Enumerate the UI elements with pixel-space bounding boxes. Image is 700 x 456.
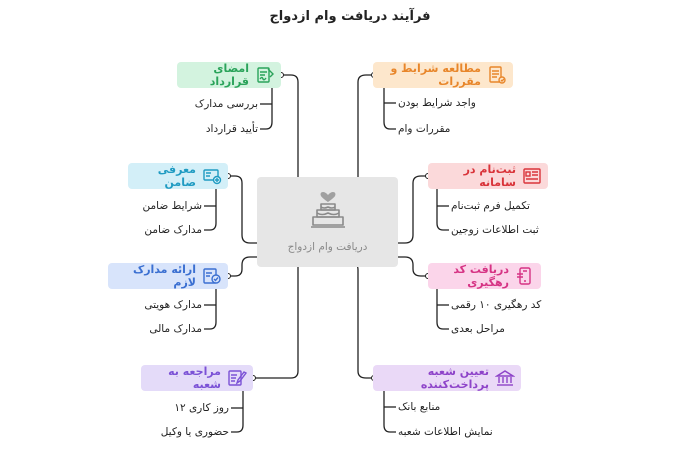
sub-item: مدارک مالی [149,323,202,335]
branch-bank-label: تعیین شعبه پرداخت‌کننده [420,365,489,391]
document-list-icon [487,65,507,85]
branch-branch-visit[interactable]: مراجعه به شعبه [141,365,253,391]
branch-terms-label: مطالعه شرایط و مقررات [390,62,481,88]
central-topic: دریافت وام ازدواج [257,177,398,267]
sub-item: شرایط ضامن [142,200,202,212]
id-card-icon [202,166,222,186]
branch-bank[interactable]: تعیین شعبه پرداخت‌کننده [373,365,521,391]
central-topic-label: دریافت وام ازدواج [287,241,368,253]
branch-register-label: ثبت‌نام در سامانه [463,163,516,189]
sub-item: منابع بانک [398,401,441,413]
sub-item: کد رهگیری ۱۰ رقمی [451,299,542,311]
sub-item: واجد شرایط بودن [398,97,476,109]
sub-item: مقررات وام [398,123,451,135]
sub-item: روز کاری ۱۲ [174,402,229,414]
sub-item: بررسی مدارک [194,98,258,110]
diagram-title: فرآیند دریافت وام ازدواج [269,9,431,24]
sub-item: تکمیل فرم ثبت‌نام [451,200,530,212]
branch-contract[interactable]: امضای قرارداد [177,62,281,88]
branch-register[interactable]: ثبت‌نام در سامانه [428,163,548,189]
checked-folder-icon [202,266,222,286]
branch-branch-visit-label: مراجعه به شعبه [168,365,221,391]
sub-item: ثبت اطلاعات زوجین [451,224,539,236]
branch-tracking-label: دریافت کد رهگیری [453,263,509,289]
sub-item: مدارک هویتی [144,299,202,311]
pen-document-icon [227,368,247,388]
wedding-cake-icon [311,192,345,228]
registration-form-icon [522,166,542,186]
branch-documents[interactable]: ارائه مدارک لازم [108,263,228,289]
branch-terms[interactable]: مطالعه شرایط و مقررات [373,62,513,88]
bank-icon [495,368,515,388]
signed-document-icon [255,65,275,85]
sub-item: تأیید قرارداد [205,123,258,135]
mobile-code-icon [515,266,535,286]
branch-guarantor-label: معرفی ضامن [157,163,196,189]
sub-item: مراحل بعدی [451,323,505,335]
sub-item: حضوری یا وکیل [160,426,229,438]
sub-item: مدارک ضامن [144,224,202,236]
branch-tracking[interactable]: دریافت کد رهگیری [428,263,541,289]
branch-guarantor[interactable]: معرفی ضامن [128,163,228,189]
sub-item: نمایش اطلاعات شعبه [398,426,493,438]
branch-contract-label: امضای قرارداد [209,62,249,88]
branch-documents-label: ارائه مدارک لازم [132,263,196,289]
